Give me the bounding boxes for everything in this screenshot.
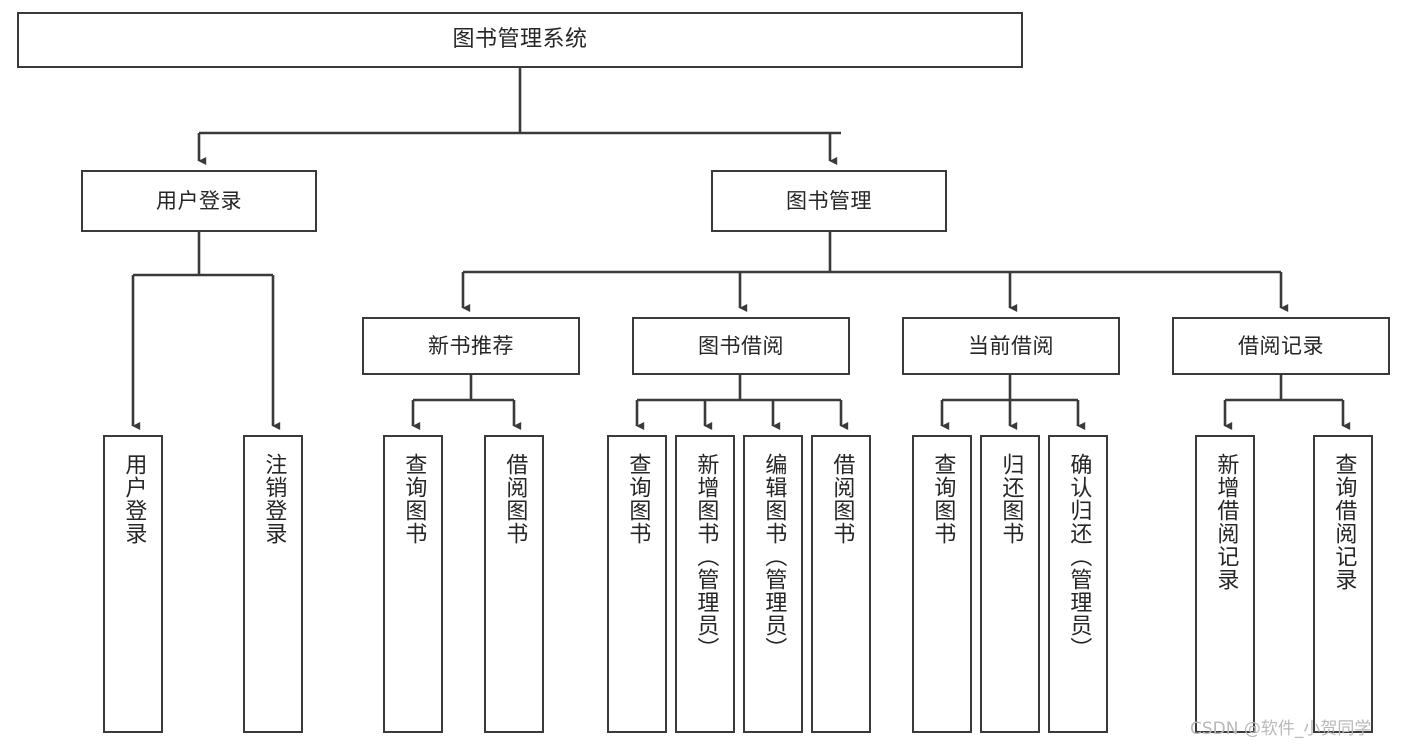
node-leaf-query-record[interactable]: 查询借阅记录 xyxy=(1313,435,1373,733)
node-book-borrow[interactable]: 图书借阅 xyxy=(632,317,850,375)
node-leaf-borrow-book-1-label: 借阅图书 xyxy=(502,453,528,545)
node-leaf-query-book-1[interactable]: 查询图书 xyxy=(383,435,443,733)
node-leaf-user-login[interactable]: 用户登录 xyxy=(103,435,163,733)
node-user-login-label: 用户登录 xyxy=(156,188,242,213)
node-leaf-query-record-label: 查询借阅记录 xyxy=(1331,453,1357,591)
node-leaf-query-book-2-label: 查询图书 xyxy=(625,453,651,545)
node-leaf-query-book-3-label: 查询图书 xyxy=(930,453,956,545)
node-leaf-return-book-label: 归还图书 xyxy=(998,453,1024,545)
node-book-manage-label: 图书管理 xyxy=(786,188,872,213)
node-leaf-return-book[interactable]: 归还图书 xyxy=(980,435,1040,733)
node-current-borrow[interactable]: 当前借阅 xyxy=(902,317,1120,375)
node-leaf-confirm-return-label: 确认归还（管理员） xyxy=(1066,453,1092,660)
node-leaf-logout-login[interactable]: 注销登录 xyxy=(243,435,303,733)
node-leaf-edit-book-label: 编辑图书（管理员） xyxy=(761,453,787,660)
node-user-login[interactable]: 用户登录 xyxy=(81,170,317,232)
node-borrow-record[interactable]: 借阅记录 xyxy=(1172,317,1390,375)
node-leaf-logout-login-label: 注销登录 xyxy=(261,453,287,545)
node-book-borrow-label: 图书借阅 xyxy=(698,333,784,358)
node-leaf-add-record-label: 新增借阅记录 xyxy=(1213,453,1239,591)
node-new-book-recommend-label: 新书推荐 xyxy=(428,333,514,358)
node-borrow-record-label: 借阅记录 xyxy=(1238,333,1324,358)
node-book-manage[interactable]: 图书管理 xyxy=(711,170,947,232)
node-leaf-query-book-2[interactable]: 查询图书 xyxy=(607,435,667,733)
node-root[interactable]: 图书管理系统 xyxy=(17,12,1023,68)
node-leaf-add-record[interactable]: 新增借阅记录 xyxy=(1195,435,1255,733)
node-leaf-add-book-label: 新增图书（管理员） xyxy=(693,453,719,660)
node-leaf-confirm-return[interactable]: 确认归还（管理员） xyxy=(1048,435,1108,733)
node-leaf-user-login-label: 用户登录 xyxy=(121,453,147,545)
node-leaf-query-book-1-label: 查询图书 xyxy=(401,453,427,545)
node-leaf-edit-book[interactable]: 编辑图书（管理员） xyxy=(743,435,803,733)
node-current-borrow-label: 当前借阅 xyxy=(968,333,1054,358)
node-new-book-recommend[interactable]: 新书推荐 xyxy=(362,317,580,375)
node-root-label: 图书管理系统 xyxy=(452,27,588,53)
node-leaf-borrow-book-1[interactable]: 借阅图书 xyxy=(484,435,544,733)
node-leaf-add-book[interactable]: 新增图书（管理员） xyxy=(675,435,735,733)
node-leaf-query-book-3[interactable]: 查询图书 xyxy=(912,435,972,733)
csdn-watermark: CSDN @软件_小贺同学 xyxy=(1190,719,1372,739)
node-leaf-borrow-book-2[interactable]: 借阅图书 xyxy=(811,435,871,733)
node-leaf-borrow-book-2-label: 借阅图书 xyxy=(829,453,855,545)
